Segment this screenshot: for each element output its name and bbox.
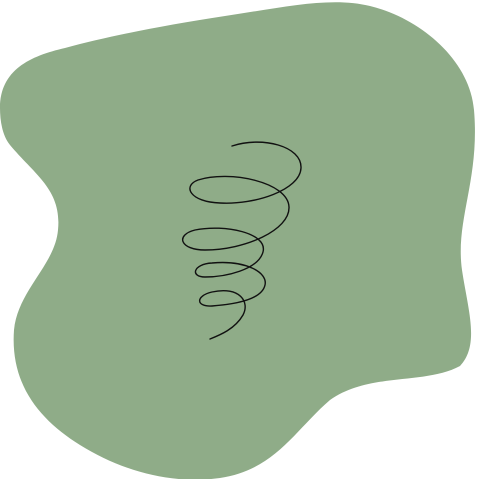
spiral-squiggle-line xyxy=(182,141,302,340)
